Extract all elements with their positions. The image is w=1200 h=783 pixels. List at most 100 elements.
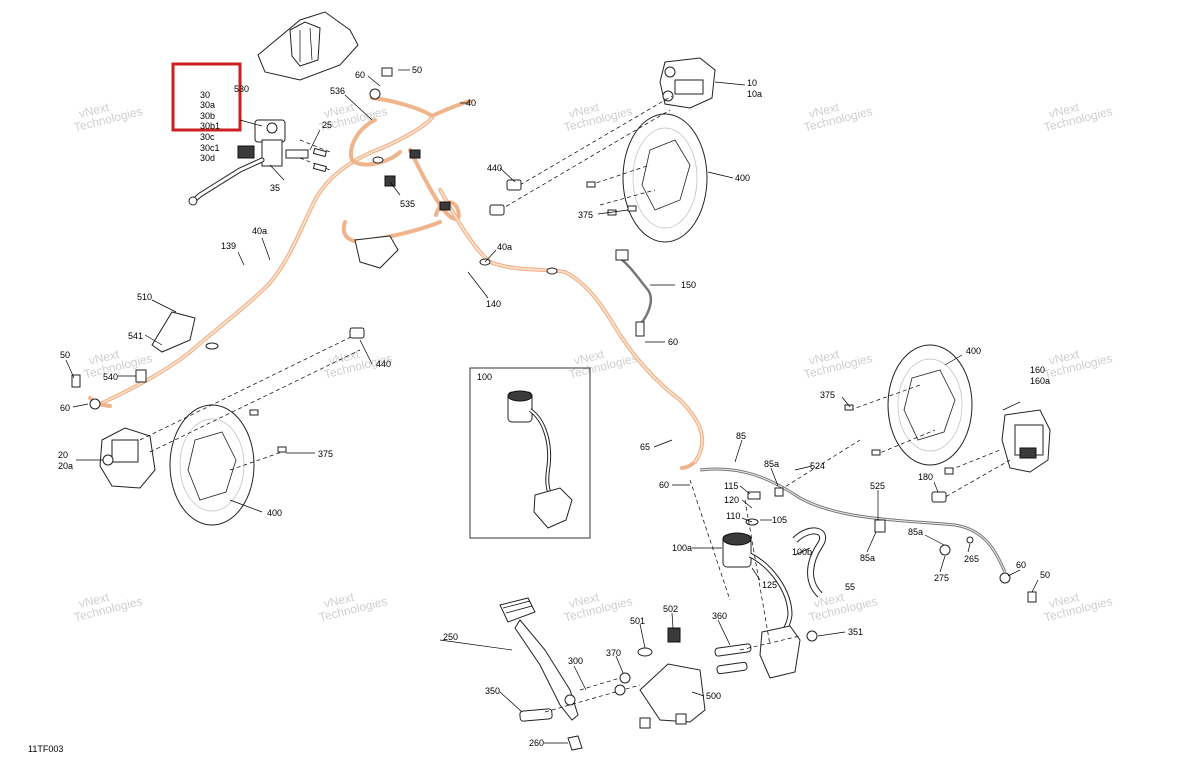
hose-100b [792,527,826,598]
front-right-caliper [659,57,716,109]
callout: 375 [318,449,333,459]
callout: 260 [529,738,544,748]
front-left-disc [169,404,255,526]
rear-master-cylinder [689,439,1037,679]
disc-bolts-tr [489,95,673,216]
callout: 105 [772,515,787,525]
hose-clip [372,156,384,164]
callout: 100 [477,372,492,382]
front-right-disc [622,113,708,243]
drawing-number: 11TF003 [28,744,63,754]
callout: 85a [860,553,875,563]
hose-clip [546,267,558,275]
highlight-box [171,62,242,132]
callout-30c1: 30c1 [200,143,220,153]
callout: 524 [810,461,825,471]
callout: 250 [443,632,458,642]
callout: 502 [663,604,678,614]
callout: 55 [845,582,855,592]
callout-30b1: 30b1 [200,121,220,131]
rear-caliper [931,409,1051,503]
callout: 375 [578,210,593,220]
callout: 40a [497,242,512,252]
master-cylinder-bracket [257,11,359,81]
callout: 150 [681,280,696,290]
callout: 265 [964,554,979,564]
callout: 65 [640,442,650,452]
front-left-caliper [99,427,156,489]
callout: 10a [747,89,762,99]
callout: 525 [870,481,885,491]
callout-30a: 30a [200,100,215,110]
callout: 351 [848,627,863,637]
callout: 440 [487,163,502,173]
callout: 300 [568,656,583,666]
callout: 85a [764,459,779,469]
hose-loop [349,118,402,167]
callout: 120 [724,495,739,505]
callout: 100a [672,543,692,553]
callout: 60 [659,480,669,490]
rear-brake-pipes [619,257,1007,573]
banjo-fittings-top [354,67,451,269]
callout: 110 [726,511,740,521]
callout: 60 [1016,560,1026,570]
callout: 60 [668,337,678,347]
callout: 501 [630,616,645,626]
callout: 20 [58,450,68,460]
callout: 85 [736,431,746,441]
callout: 20a [58,461,73,471]
master-cylinder-body [759,625,801,679]
callout: 50 [60,350,70,360]
callout: 510 [137,292,152,302]
callout: 139 [221,241,236,251]
callout: 400 [267,508,282,518]
callouts: 30 30a 30b 30b1 30c 30c1 30d 50 60 536 5… [58,65,1050,748]
rear-disc [844,344,973,466]
callout: 140 [486,299,501,309]
callout: 540 [103,372,118,382]
callout-30d: 30d [200,153,215,163]
callout: 180 [918,472,933,482]
callout: 370 [606,648,621,658]
callout: 40a [252,226,267,236]
brake-lines [88,96,705,470]
inset-100 [469,367,591,539]
callout: 50 [1040,570,1050,580]
front-master-cylinder [188,119,331,206]
bracket-535 [354,235,399,269]
leader-lines [65,69,1039,744]
inset-frame [469,367,591,539]
callout: 530 [234,84,249,94]
brake-pedal [499,597,818,751]
callout: 375 [820,390,835,400]
callout: 541 [128,331,143,341]
callout: 160a [1030,376,1050,386]
callout: 400 [966,346,981,356]
callout: 100b [792,547,812,557]
sensor-wire [619,257,653,326]
callout-30b: 30b [200,111,215,121]
callout: 125 [762,580,777,590]
callout: 10 [747,78,757,88]
callout: 275 [934,573,949,583]
callout: 50 [412,65,422,75]
callout: 350 [485,686,500,696]
callout: 35 [270,183,280,193]
callout: 160 [1030,365,1045,375]
wheel-speed-sensor-150 [615,249,645,337]
callout-30: 30 [200,90,210,100]
disc-bolts-left [139,327,365,471]
callout: 25 [322,120,332,130]
callout: 85a [908,527,923,537]
callout: 500 [706,691,721,701]
callout: 536 [330,86,345,96]
callout: 40 [466,98,476,108]
callout: 60 [60,403,70,413]
callout: 115 [724,481,738,491]
callout: 400 [735,173,750,183]
hose-clip [205,342,219,350]
callout-30c: 30c [200,132,215,142]
